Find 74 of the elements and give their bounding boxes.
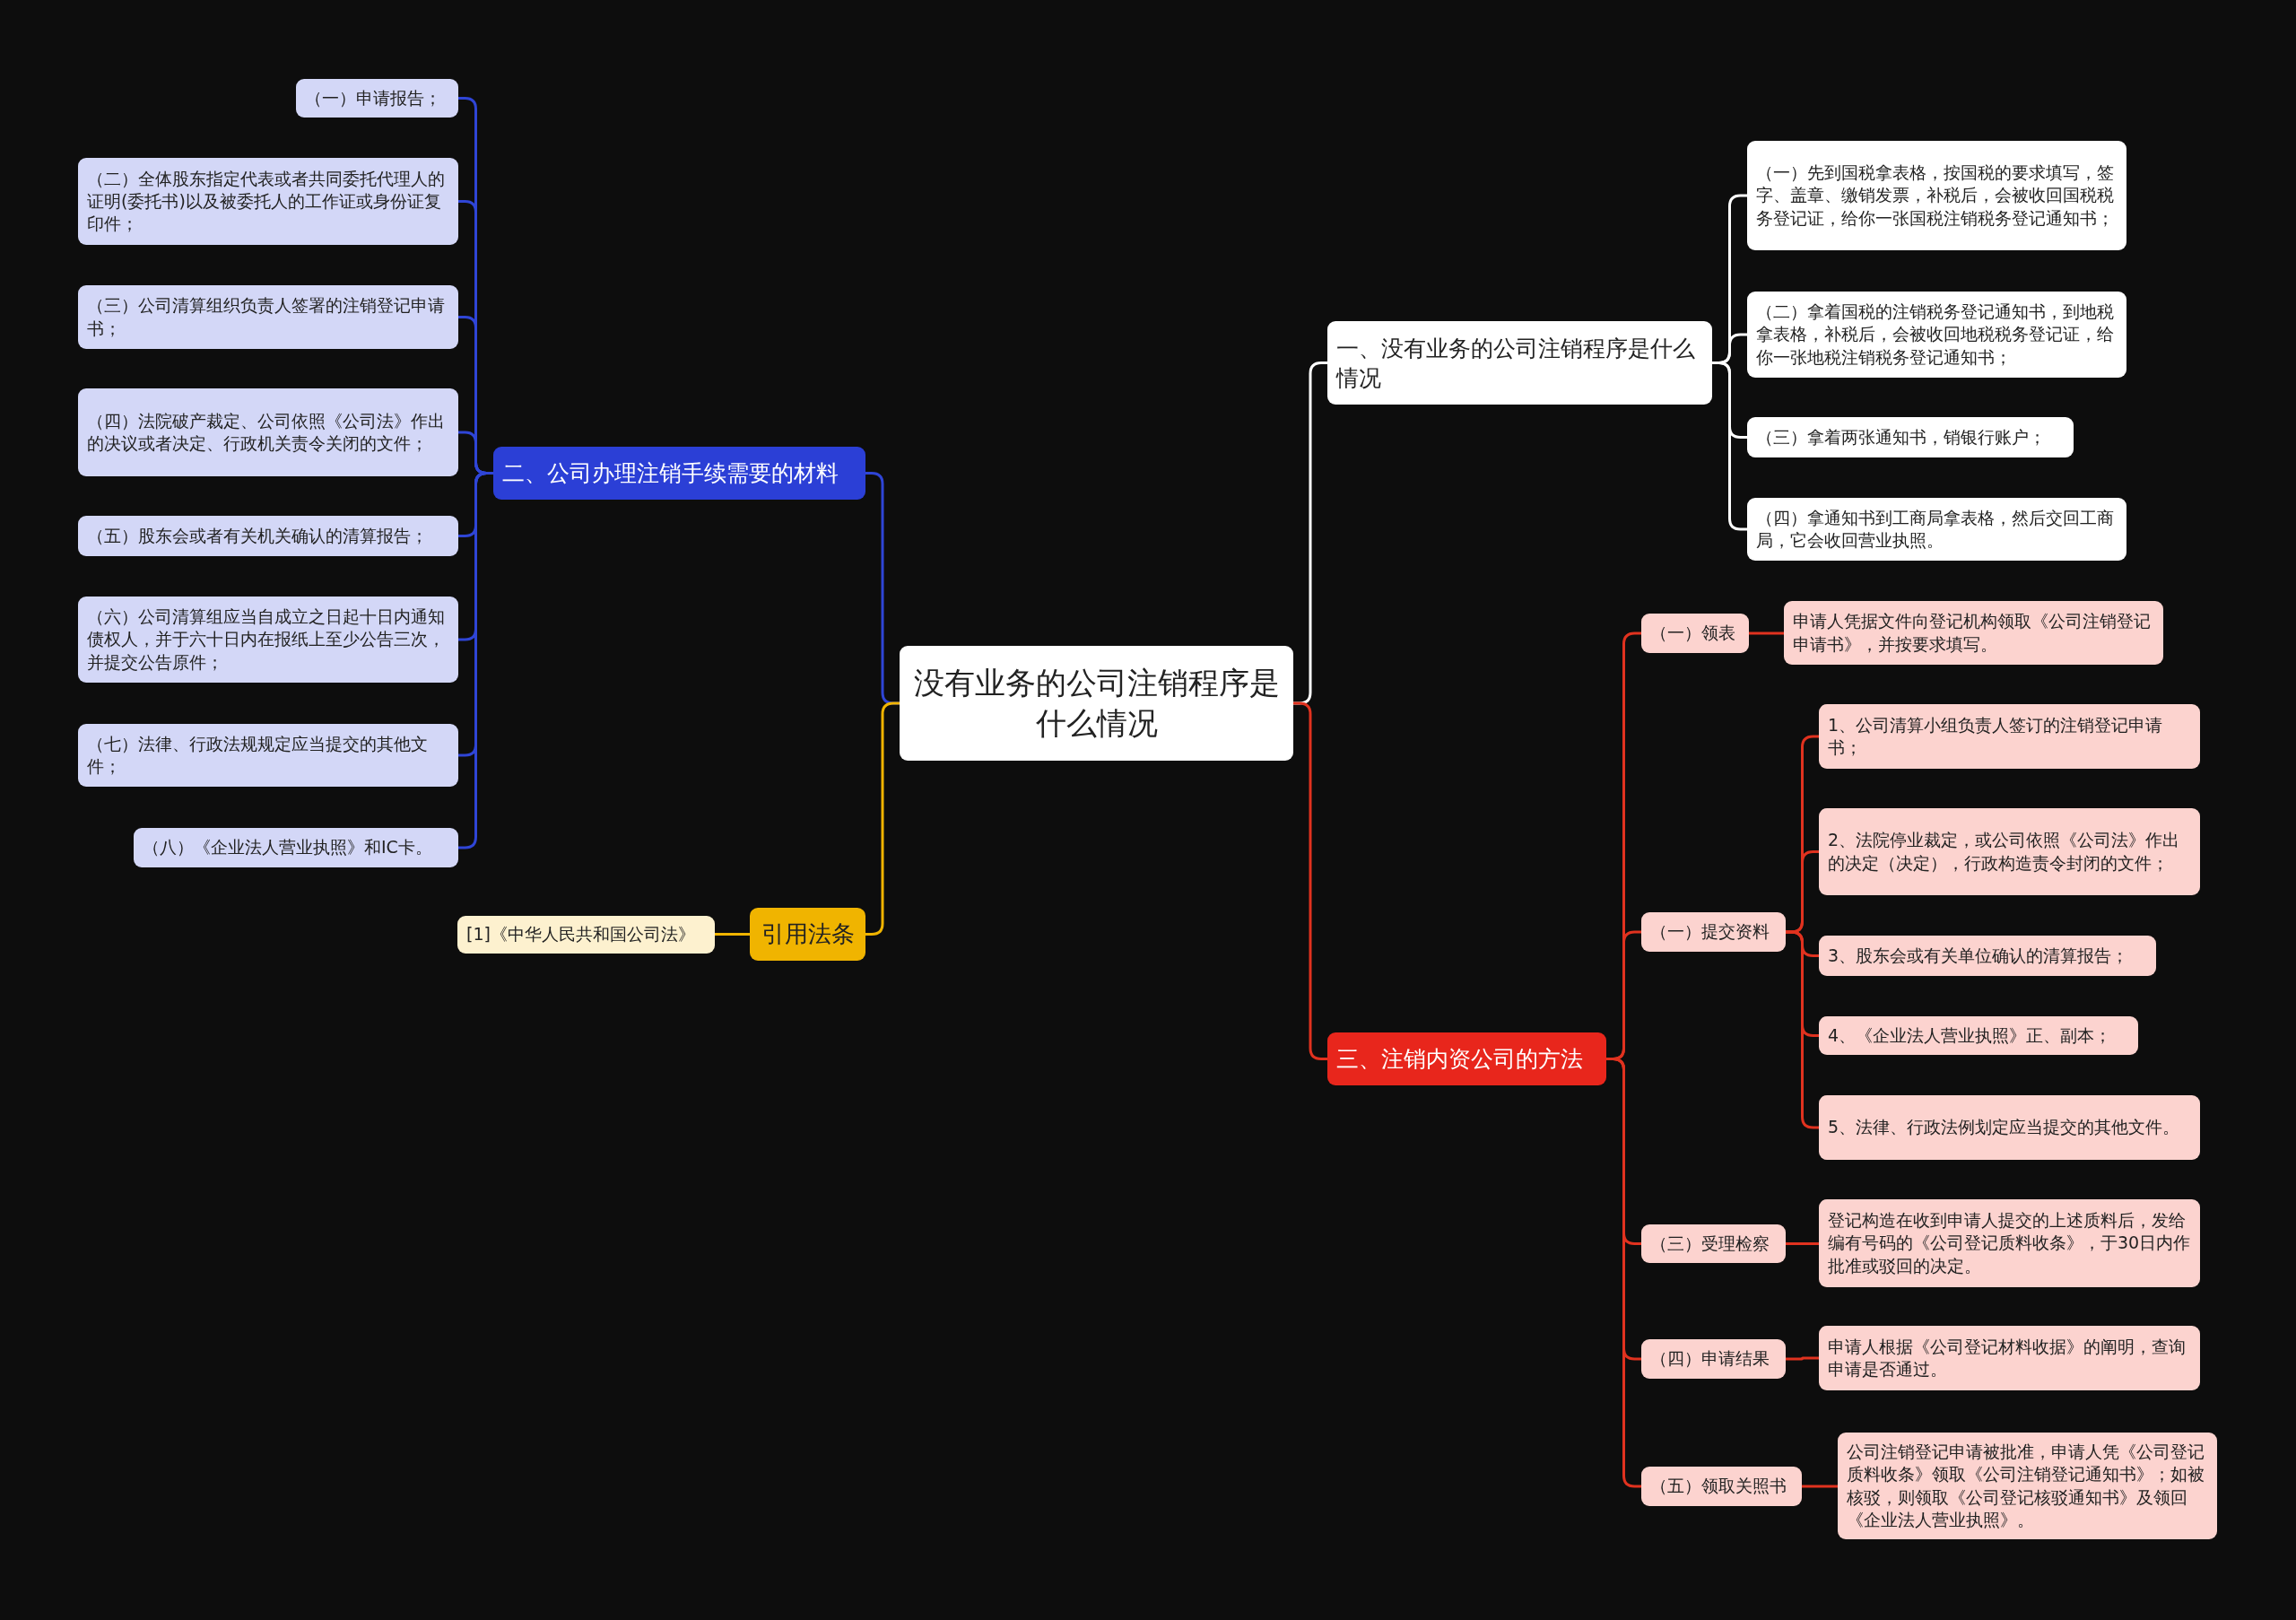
subtopic-box xyxy=(1819,1016,2138,1055)
topic-text: （七）法律、行政法规规定应当提交的其他文件； xyxy=(87,732,429,778)
subtopic-box xyxy=(1747,417,2074,457)
topic-text: （一）申请报告； xyxy=(305,86,442,109)
subtopic-box xyxy=(134,828,458,867)
root-topic-box xyxy=(900,646,1293,761)
topic-text: （三）拿着两张通知书，销银行账户； xyxy=(1756,425,2047,449)
topic-text: （四）法院破产裁定、公司依照《公司法》作出的决议或者决定、行政机关责令关闭的文件； xyxy=(87,409,446,455)
topic-text: 4、《企业法人营业执照》正、副本； xyxy=(1828,1023,2113,1047)
topic-text: （四）拿通知书到工商局拿表格，然后交回工商局，它会收回营业执照。 xyxy=(1756,506,2115,552)
subtopic-box xyxy=(78,724,458,787)
topic-text: （二）拿着国税的注销税务登记通知书，到地税拿表格，补税后，会被收回地税税务登记证，给你一张地税注销税务登记通知书； xyxy=(1756,300,2115,369)
subtopic-box xyxy=(78,285,458,349)
connector-line xyxy=(715,933,750,936)
topic-text: （三）受理检察 xyxy=(1650,1232,1770,1255)
connector-line xyxy=(1606,1058,1641,1488)
topic-text: 1、公司清算小组负责人签订的注销登记申请书； xyxy=(1828,713,2164,759)
subtopic-box xyxy=(1641,1467,1802,1506)
subtopic-box xyxy=(1819,1199,2200,1287)
topic-text: 5、法律、行政法例划定应当提交的其他文件。 xyxy=(1828,1116,2181,1139)
topic-text: 申请人根据《公司登记材料收据》的阐明，查询申请是否通过。 xyxy=(1828,1335,2187,1380)
connector-line xyxy=(1749,631,1784,635)
branch-topic-box xyxy=(1327,321,1712,405)
topic-text: [1]《中华人民共和国公司法》 xyxy=(466,923,696,946)
subtopic-box xyxy=(1641,1339,1786,1379)
subtopic-box xyxy=(1747,498,2126,561)
topic-text: （一）先到国税拿表格，按国税的要求填写，签字、盖章、缴销发票，补税后，会被收回国税税务登记证，给你一张国税注销税务登记通知书； xyxy=(1756,161,2115,230)
connector-line xyxy=(1786,1242,1819,1245)
branch-topic-box xyxy=(493,447,865,500)
subtopic-box xyxy=(1641,1224,1786,1263)
topic-text: 3、股东会或有关单位确认的清算报告； xyxy=(1828,944,2130,967)
topic-text: 2、法院停业裁定，或公司依照《公司法》作出的决定（决定），行政构造责令封闭的文件； xyxy=(1828,829,2181,875)
subtopic-box xyxy=(1819,1095,2200,1160)
topic-text: 登记构造在收到申请人提交的上述质料后，发给编有号码的《公司登记质料收条》，于30日内作批准或驳回的决定。 xyxy=(1828,1209,2191,1277)
subtopic-box xyxy=(1819,1326,2200,1390)
subtopic-box xyxy=(78,597,458,683)
branch-topic-box xyxy=(1327,1032,1606,1085)
subtopic-box xyxy=(1819,808,2200,895)
topic-text: 没有业务的公司注销程序是什么情况 xyxy=(912,664,1281,743)
topic-text: （五）股东会或者有关机关确认的清算报告； xyxy=(87,524,429,547)
topic-text: 引用法条 xyxy=(760,919,856,950)
connector-line xyxy=(1786,930,1819,1129)
topic-text: （三）公司清算组织负责人签署的注销登记申请书； xyxy=(87,294,446,340)
connector-line xyxy=(865,701,900,936)
connector-line xyxy=(1786,1356,1819,1361)
subtopic-box xyxy=(1819,704,2200,769)
subtopic-box xyxy=(78,158,458,245)
subtopic-box xyxy=(1747,292,2126,378)
subtopic-box xyxy=(78,388,458,476)
topic-text: 一、没有业务的公司注销程序是什么情况 xyxy=(1336,334,1696,393)
subtopic-box xyxy=(1819,936,2156,976)
connector-line xyxy=(458,472,493,849)
topic-text: （八）《企业法人营业执照》和IC卡。 xyxy=(143,836,433,859)
topic-text: （一）领表 xyxy=(1650,622,1736,645)
subtopic-box xyxy=(1838,1433,2217,1539)
topic-text: （六）公司清算组应当自成立之日起十日内通知债权人，并于六十日内在报纸上至少公告三次，并提交公告原件； xyxy=(87,605,446,674)
branch-topic-box xyxy=(750,908,865,961)
topic-text: 申请人凭据文件向登记机构领取《公司注销登记申请书》，并按要求填写。 xyxy=(1793,610,2152,656)
topic-text: 三、注销内资公司的方法 xyxy=(1336,1045,1584,1074)
topic-text: （四）申请结果 xyxy=(1650,1347,1770,1371)
subtopic-box xyxy=(1784,601,2163,665)
subtopic-box xyxy=(296,79,458,118)
topic-text: 二、公司办理注销手续需要的材料 xyxy=(502,459,839,488)
topic-text: （一）提交资料 xyxy=(1650,920,1770,944)
connector-line xyxy=(1802,1485,1838,1488)
connector-line xyxy=(1712,361,1747,531)
subtopic-box xyxy=(1641,614,1749,653)
topic-text: 公司注销登记申请被批准，申请人凭《公司登记质料收条》领取《公司注销登记通知书》；如被核驳，则领取《公司登记核驳通知书》及领回《企业法人营业执照》。 xyxy=(1847,1441,2205,1531)
topic-text: （二）全体股东指定代表或者共同委托代理人的证明(委托书)以及被委托人的工作证或身份证复印件； xyxy=(87,167,446,236)
subtopic-box xyxy=(1641,912,1786,952)
subtopic-box xyxy=(457,916,715,954)
topic-text: （五）领取关照书 xyxy=(1650,1475,1787,1498)
subtopic-box xyxy=(1747,141,2126,250)
subtopic-box xyxy=(78,516,458,556)
